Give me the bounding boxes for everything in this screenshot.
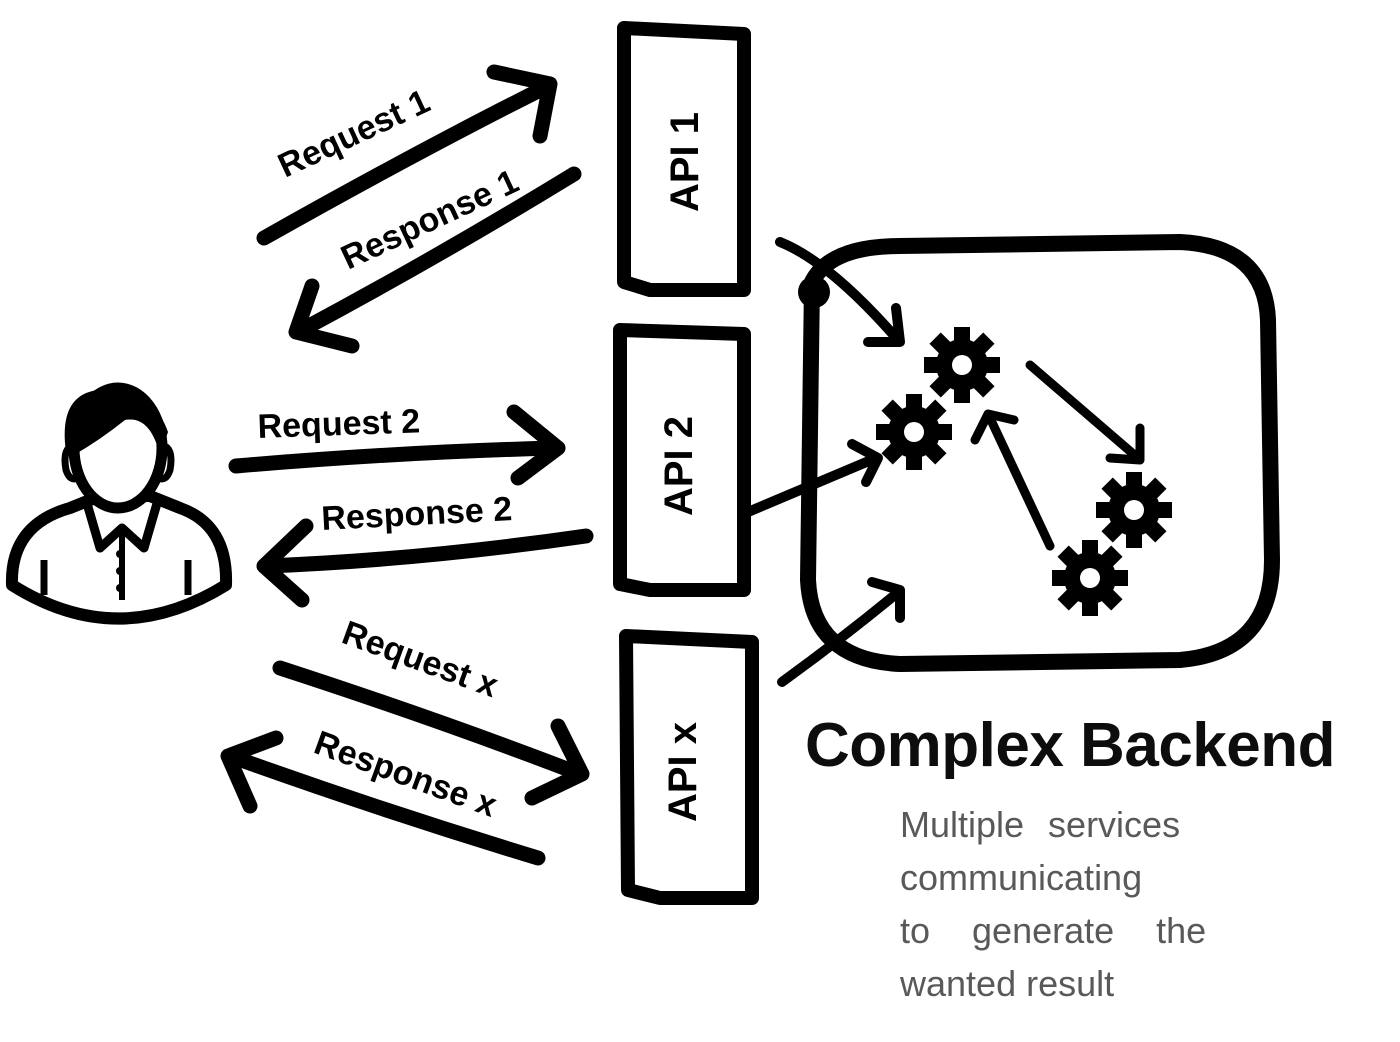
subtitle-line: Multiple services bbox=[900, 804, 1181, 845]
subtitle-line: to generate the bbox=[900, 910, 1207, 951]
gear-icon bbox=[1096, 472, 1172, 548]
api-box-2: API 2 bbox=[613, 323, 751, 597]
response-x-arrow bbox=[220, 730, 546, 866]
api-to-backend-arrow bbox=[775, 237, 905, 347]
request-2-label: Request 2 bbox=[257, 402, 421, 446]
request-x-arrow bbox=[272, 660, 590, 806]
api-box-1: API 1 bbox=[617, 21, 751, 297]
subtitle-line: communicating bbox=[900, 857, 1143, 898]
api-box-x: API x bbox=[619, 629, 759, 905]
api-x-label: API x bbox=[661, 722, 705, 822]
response-2-arrow bbox=[256, 518, 594, 608]
request-1-arrow bbox=[256, 64, 558, 246]
user-icon bbox=[5, 382, 233, 625]
api-to-backend-arrow bbox=[743, 439, 883, 517]
api-1-label: API 1 bbox=[663, 112, 707, 212]
api-to-backend-arrow bbox=[777, 577, 905, 687]
response-1-arrow bbox=[288, 166, 582, 354]
request-1-label: Request 1 bbox=[272, 82, 435, 185]
subtitle-line: wanted result bbox=[900, 963, 1115, 1004]
diagram-subtitle: Multiple services communicating to gener… bbox=[900, 798, 1220, 1010]
api-2-label: API 2 bbox=[657, 416, 701, 516]
internal-arrow bbox=[970, 409, 1055, 551]
request-2-arrow bbox=[228, 404, 566, 486]
backend-box-icon bbox=[798, 234, 1280, 672]
internal-arrow bbox=[1025, 360, 1145, 465]
gear-icon bbox=[1052, 540, 1128, 616]
gear-icon bbox=[924, 327, 1000, 403]
gear-icon bbox=[876, 394, 952, 470]
diagram-title: Complex Backend bbox=[805, 711, 1336, 780]
response-2-label: Response 2 bbox=[320, 490, 513, 538]
